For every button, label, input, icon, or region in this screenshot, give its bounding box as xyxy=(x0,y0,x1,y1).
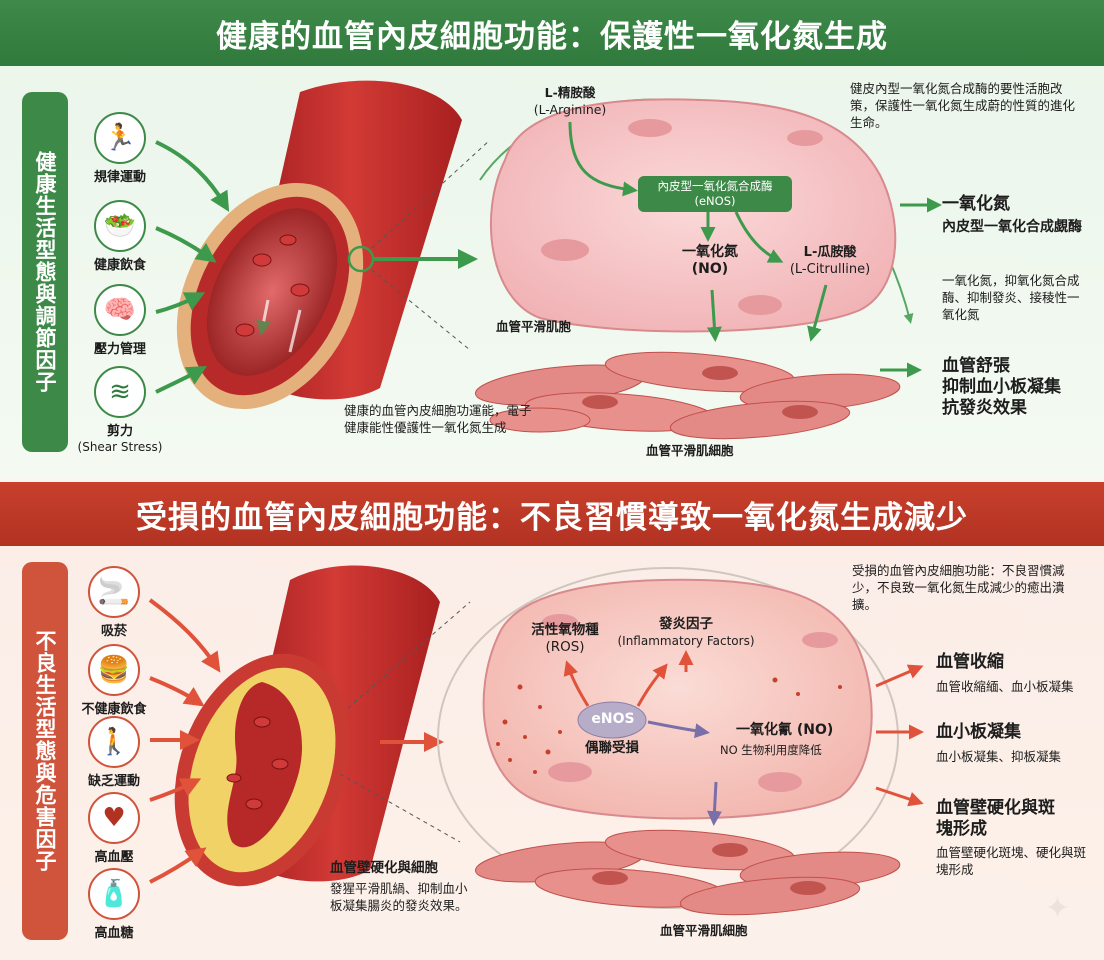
factor-healthy-diet: 🥗 健康飲食 xyxy=(70,200,170,274)
factor-shear-stress: ≋ 剪力 (Shear Stress) xyxy=(66,366,174,455)
impaired-no-arrows xyxy=(647,720,722,826)
impaired-smooth-muscle-cells xyxy=(474,829,901,916)
healthy-vessel-caption: 健康的血管內皮細胞功運能，電子健康能性優護性一氧化氮生成 xyxy=(344,403,532,435)
outcome-platelet-desc: 血小板凝集、抑板凝集 xyxy=(936,749,1062,764)
impaired-no-label: 一氧化氰 (NO) xyxy=(736,722,834,738)
healthy-outcome-no-title: 一氧化氮 xyxy=(942,194,1010,214)
healthy-outcome-effects: 血管舒張 抑制血小板凝集 抗發炎效果 xyxy=(942,356,1061,418)
factor-hyperglycemia: 🧴 高血糖 xyxy=(64,868,164,942)
outcome-vasoconstriction-title: 血管收縮 xyxy=(936,652,1004,672)
glucose-bottle-icon: 🧴 xyxy=(88,868,140,920)
outcome-atherosclerosis-title: 血管壁硬化與斑塊形成 xyxy=(936,798,1055,839)
no-bioavailability-label: NO 生物利用度降低 xyxy=(720,743,822,757)
healthy-outcome-no-desc: 一氧化氮，抑氧化氮合成酶、抑制發炎、接稜性一氧化氮 xyxy=(942,273,1080,322)
enos-blob xyxy=(577,701,647,739)
healthy-sidebar-label: 健康生活型態與調節因子 xyxy=(33,151,57,393)
smooth-muscle-cells xyxy=(474,351,901,440)
healthy-title: 健康的血管內皮細胞功能：保護性一氧化氮生成 xyxy=(0,0,1104,66)
outcome-platelet-title: 血小板凝集 xyxy=(936,722,1021,742)
impaired-smooth-muscle-label: 血管平滑肌細胞 xyxy=(660,923,748,938)
damaged-endothelial-cell xyxy=(482,578,873,820)
impaired-title: 受損的血管內皮細胞功能：不良習慣導致一氧化氮生成減少 xyxy=(0,482,1104,546)
heart-pressure-icon: ♥ xyxy=(88,792,140,844)
arginine-label: L-精胺酸 (L-Arginine) xyxy=(533,85,607,117)
factor-hypertension: ♥ 高血壓 xyxy=(64,792,164,866)
enos-enzyme-box: 內皮型一氧化氮合成酶 (eNOS) xyxy=(638,176,792,212)
healthy-factor-arrows xyxy=(155,140,478,394)
uncoupled-label: 偶聯受損 xyxy=(585,740,639,756)
impaired-factor-arrows xyxy=(148,598,444,884)
sparkle-icon: ✦ xyxy=(1044,891,1070,926)
inflammatory-factors-label: 發炎因子 (Inflammatory Factors) xyxy=(617,616,755,648)
sedentary-icon: 🚶 xyxy=(88,716,140,768)
vessel-hardening-desc: 發猩平滑肌緺、抑制血小板凝集腸炎的發炎效果。 xyxy=(330,881,468,913)
harmful-factors-sidebar: 不良生活型態與危害因子 xyxy=(22,562,68,940)
impaired-top-note: 受損的血管內皮細胞功能：不良習慣減少，不良致一氧化氮生成減少的癒出潰擴。 xyxy=(852,563,1065,612)
factor-exercise: 🏃 規律運動 xyxy=(70,112,170,186)
brain-head-icon: 🧠 xyxy=(94,284,146,336)
cigarette-icon: 🚬 xyxy=(88,566,140,618)
healthy-outcome-no-subtitle: 內皮型一氧化合成覷酶 xyxy=(942,219,1082,235)
impaired-vessel xyxy=(174,565,440,887)
ros-particles xyxy=(496,677,842,774)
factor-smoking: 🚬 吸菸 xyxy=(64,566,164,640)
impaired-illustration xyxy=(148,565,924,916)
impaired-pathway-arrows xyxy=(563,650,924,807)
factor-unhealthy-diet: 🍔 不健康飲食 xyxy=(64,644,164,718)
healthy-panel: 健康的血管內皮細胞功能：保護性一氧化氮生成 健康生活型態與調節因子 🏃 規律運動… xyxy=(0,0,1104,478)
junk-food-icon: 🍔 xyxy=(88,644,140,696)
healthy-top-note: 健皮內型一氧化氮合成酶的要性活胞改策，保護性一氧化氮生成蔚的性質的進化生命。 xyxy=(850,81,1076,130)
healthy-factors-sidebar: 健康生活型態與調節因子 xyxy=(22,92,68,452)
vegetables-icon: 🥗 xyxy=(94,200,146,252)
ros-label: 活性氧物種 (ROS) xyxy=(531,622,599,655)
enos-label: eNOS xyxy=(591,711,635,727)
outcome-vasoconstriction-desc: 血管收縮緬、血小板凝集 xyxy=(936,679,1074,694)
factor-lack-of-exercise: 🚶 缺乏運動 xyxy=(64,716,164,790)
citrulline-label: L-瓜胺酸 (L-Citrulline) xyxy=(789,245,871,277)
endothelial-cell xyxy=(489,98,897,333)
nitric-oxide-label: 一氧化氮 (NO) xyxy=(682,244,738,277)
healthy-illustration xyxy=(155,80,942,440)
endothelial-cell-label: 血管平滑肌胞 xyxy=(496,319,572,334)
wind-flow-icon: ≋ xyxy=(94,366,146,418)
running-person-icon: 🏃 xyxy=(94,112,146,164)
factor-stress-management: 🧠 壓力管理 xyxy=(70,284,170,358)
outcome-atherosclerosis-desc: 血管壁硬化斑塊、硬化與斑塊形成 xyxy=(936,845,1087,877)
healthy-smooth-muscle-label: 血管平滑肌細胞 xyxy=(646,443,734,458)
healthy-vessel xyxy=(176,80,462,410)
healthy-pathway-arrows xyxy=(568,121,942,378)
vessel-hardening-title: 血管壁硬化與細胞 xyxy=(330,860,438,876)
impaired-panel: 受損的血管內皮細胞功能：不良習慣導致一氧化氮生成減少 不良生活型態與危害因子 🚬… xyxy=(0,482,1104,960)
impaired-sidebar-label: 不良生活型態與危害因子 xyxy=(33,630,57,872)
zoom-bubble xyxy=(437,567,899,909)
